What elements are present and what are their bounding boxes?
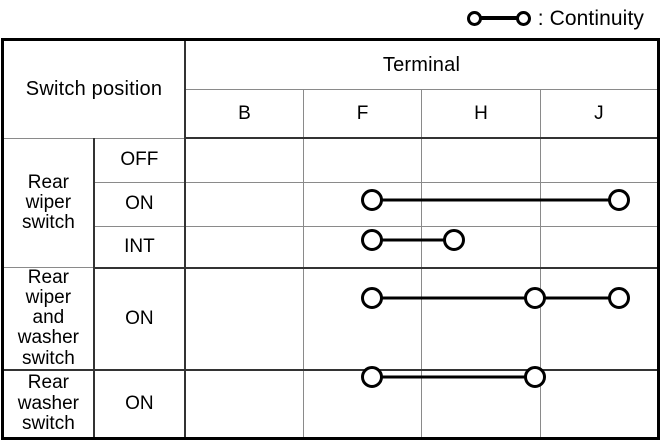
cell-h-off <box>421 137 541 183</box>
legend-circle-left-icon <box>466 10 482 26</box>
cell-f-washer-on <box>302 266 423 371</box>
header-terminal: Terminal <box>184 39 659 90</box>
position-label-on: ON <box>93 181 187 227</box>
cell-h-int <box>421 225 541 269</box>
group-label-line: Rear washer <box>17 372 79 414</box>
continuity-symbol-icon <box>466 10 531 26</box>
table-row: Rear wiper and washer switch ON <box>1 266 660 371</box>
table-row: INT <box>3 225 660 269</box>
legend-label: : Continuity <box>537 6 644 30</box>
cell-j-off <box>539 137 660 183</box>
cell-b-rear-washer-on <box>184 369 304 439</box>
cell-j-on <box>539 181 660 227</box>
position-label-int: INT <box>93 225 187 269</box>
table-header-row-terminals: B F H J <box>3 89 660 139</box>
cell-f-int <box>302 225 423 269</box>
group-label-line: switch <box>21 211 75 233</box>
header-terminal-j: J <box>539 89 660 139</box>
cell-j-int <box>539 225 660 269</box>
cell-b-off <box>184 137 304 183</box>
group-label-rear-wiper-and-washer-switch: Rear wiper and washer switch <box>1 266 95 371</box>
cell-h-washer-on <box>421 266 541 371</box>
cell-f-rear-washer-on <box>302 369 423 439</box>
cell-h-rear-washer-on <box>421 369 541 439</box>
group-label-line: Rear wiper <box>25 171 72 213</box>
position-label-on: ON <box>93 266 187 371</box>
header-terminal-f: F <box>302 89 423 139</box>
legend-connector-line-icon <box>480 16 517 20</box>
legend-circle-right-icon <box>515 10 531 26</box>
cell-j-washer-on <box>539 266 660 371</box>
table-header-row-primary: Switch position Terminal <box>2 39 659 139</box>
group-label-line: Rear wiper <box>25 267 72 309</box>
cell-f-on <box>302 181 423 227</box>
group-label-rear-washer-switch: Rear washer switch <box>1 369 95 439</box>
position-label-off: OFF <box>93 137 187 183</box>
group-label-line: and washer <box>17 307 79 349</box>
table-row: Rear washer switch ON <box>1 369 660 439</box>
cell-b-int <box>184 225 304 269</box>
group-label-line: switch <box>21 347 75 369</box>
switch-continuity-table: Switch position Terminal B F H J Rear wi… <box>1 38 660 440</box>
cell-j-rear-washer-on <box>539 369 660 439</box>
cell-b-washer-on <box>184 266 304 371</box>
header-terminal-b: B <box>184 89 304 139</box>
cell-f-off <box>302 137 423 183</box>
table-row: Rear wiper switch OFF <box>1 137 660 268</box>
position-label-on: ON <box>93 369 187 439</box>
table-row: ON <box>3 181 660 227</box>
group-label-line: switch <box>21 412 75 434</box>
legend: : Continuity <box>0 0 662 36</box>
group-label-rear-wiper-switch: Rear wiper switch <box>1 137 95 268</box>
header-switch-position: Switch position <box>2 39 186 139</box>
cell-h-on <box>421 181 541 227</box>
header-terminal-h: H <box>421 89 541 139</box>
cell-b-on <box>184 181 304 227</box>
